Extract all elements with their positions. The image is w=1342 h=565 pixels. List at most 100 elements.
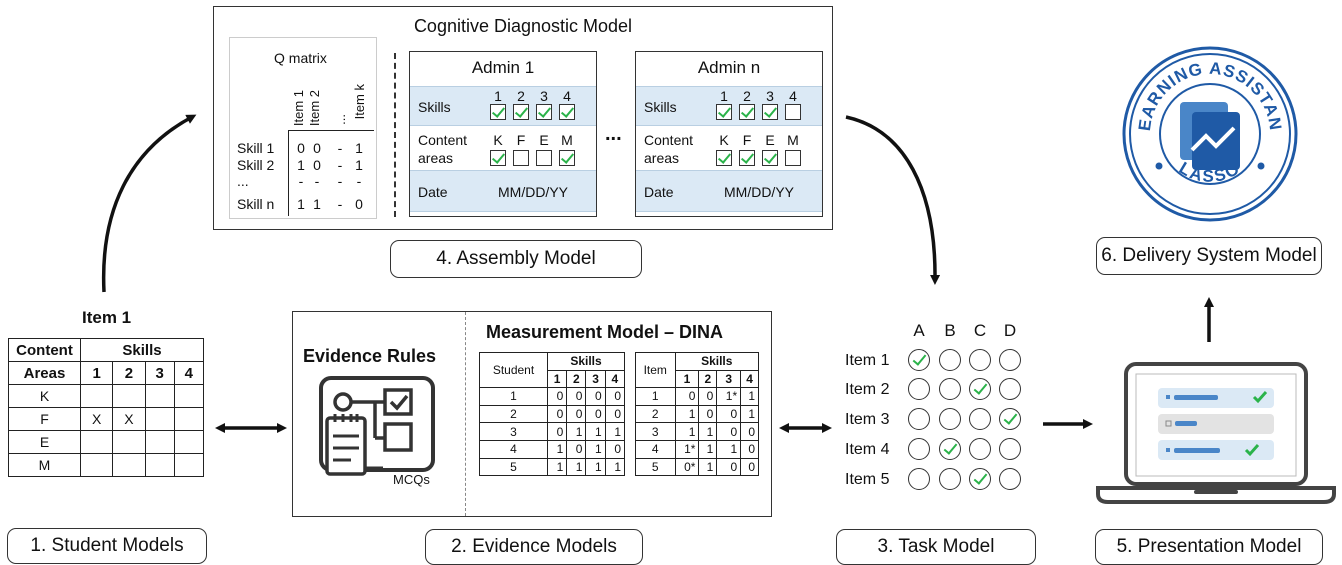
date-label: Date xyxy=(418,184,448,200)
answer-option-radio[interactable] xyxy=(999,408,1021,430)
q-row-label: ... xyxy=(237,173,249,189)
skill-number: 2 xyxy=(112,361,146,385)
cell: 0 xyxy=(698,387,718,406)
answer-option-radio[interactable] xyxy=(999,349,1021,371)
answer-option-radio[interactable] xyxy=(999,468,1021,490)
skill-number: 1 xyxy=(720,88,728,104)
areas-label: areas xyxy=(418,150,454,166)
evidence-rules-title: Evidence Rules xyxy=(303,346,437,366)
row-id: 3 xyxy=(635,422,676,441)
answer-option-radio[interactable] xyxy=(969,378,991,400)
answer-option-radio[interactable] xyxy=(999,378,1021,400)
admin-title: Admin n xyxy=(697,58,761,77)
content-letter: E xyxy=(765,132,775,148)
cell: 0 xyxy=(547,404,568,424)
admin-card-1: Admin 1 Skills 1 2 3 4 Content areas K F… xyxy=(409,51,597,217)
answer-option-radio[interactable] xyxy=(939,438,961,460)
row-id: 4 xyxy=(635,439,676,459)
cell: 1 xyxy=(604,457,626,477)
answer-option-radio[interactable] xyxy=(969,438,991,460)
answer-option-radio[interactable] xyxy=(908,349,930,371)
cell: 0 xyxy=(566,439,587,459)
area-label: M xyxy=(8,453,81,477)
cell: 1 xyxy=(585,457,606,477)
cell: 1* xyxy=(716,387,742,406)
row-id: 1 xyxy=(635,387,676,406)
option-letter: A xyxy=(913,321,925,340)
skill-checkbox[interactable] xyxy=(762,104,778,120)
q-cell: - xyxy=(337,173,343,189)
cell: 1 xyxy=(547,457,568,477)
cell: 0 xyxy=(566,387,587,406)
q-cell: 1 xyxy=(355,140,363,156)
area-label: K xyxy=(8,384,81,408)
cell: 0 xyxy=(604,404,626,424)
answer-option-radio[interactable] xyxy=(939,349,961,371)
q-col-item-2: Item 2 xyxy=(307,90,322,127)
skill-checkbox[interactable] xyxy=(513,104,529,120)
content-checkbox[interactable] xyxy=(785,150,801,166)
content-checkbox[interactable] xyxy=(490,150,506,166)
cell: X xyxy=(112,407,146,431)
skill-checkbox[interactable] xyxy=(490,104,506,120)
answer-option-radio[interactable] xyxy=(999,438,1021,460)
table-row: K xyxy=(8,384,205,408)
content-checkbox[interactable] xyxy=(739,150,755,166)
table-row: F X X xyxy=(8,407,205,431)
answer-option-radio[interactable] xyxy=(908,378,930,400)
skill-number: 3 xyxy=(144,361,175,385)
content-letter: F xyxy=(516,132,526,148)
admin-ellipsis: ... xyxy=(605,123,622,145)
admin-title: Admin 1 xyxy=(471,58,535,77)
skill-number: 3 xyxy=(716,369,742,389)
answer-option-radio[interactable] xyxy=(939,408,961,430)
measurement-model-title: Measurement Model – DINA xyxy=(486,322,724,342)
content-checkbox[interactable] xyxy=(513,150,529,166)
answer-option-radio[interactable] xyxy=(969,349,991,371)
header-skills: Skills xyxy=(547,352,625,371)
cell: X xyxy=(79,407,114,431)
content-letter: M xyxy=(561,132,573,148)
answer-option-radio[interactable] xyxy=(939,378,961,400)
cell: 1 xyxy=(604,422,626,441)
skill-checkbox[interactable] xyxy=(716,104,732,120)
student-model-title: Item 1 xyxy=(82,308,132,327)
content-checkbox[interactable] xyxy=(536,150,552,166)
caption-task-model: 3. Task Model xyxy=(836,529,1036,565)
dina-item-table: Item Skills 1 2 3 4 1 0 0 1* 1 2 1 0 0 1… xyxy=(635,351,760,477)
skill-checkbox[interactable] xyxy=(536,104,552,120)
content-checkbox[interactable] xyxy=(762,150,778,166)
header-student: Student xyxy=(478,351,549,389)
answer-option-radio[interactable] xyxy=(908,468,930,490)
cell: 0 xyxy=(547,422,568,441)
q-matrix: Q matrix Item 1 Item 2 ... Item k Skill … xyxy=(229,37,377,219)
cell: 0 xyxy=(740,457,759,477)
laptop-icon xyxy=(1096,362,1336,504)
answer-option-radio[interactable] xyxy=(908,408,930,430)
row-id: 1 xyxy=(478,387,549,406)
skill-number: 3 xyxy=(766,88,774,104)
content-checkbox[interactable] xyxy=(716,150,732,166)
table-row: 2 1 0 0 1 xyxy=(635,404,759,424)
q-cell: 1 xyxy=(297,157,305,173)
answer-option-radio[interactable] xyxy=(969,408,991,430)
skill-number: 4 xyxy=(789,88,797,104)
skill-checkbox[interactable] xyxy=(785,104,801,120)
cell: 0 xyxy=(716,422,742,441)
skill-checkbox[interactable] xyxy=(559,104,575,120)
q-cell: - xyxy=(298,173,304,189)
mcq-label: MCQs xyxy=(393,472,430,487)
content-letter: K xyxy=(493,132,503,148)
cell: 1 xyxy=(740,404,759,424)
skill-checkbox[interactable] xyxy=(739,104,755,120)
cell: 0 xyxy=(716,457,742,477)
answer-option-radio[interactable] xyxy=(908,438,930,460)
answer-option-radio[interactable] xyxy=(939,468,961,490)
q-cell: 0 xyxy=(313,157,321,173)
caption-presentation-model: 5. Presentation Model xyxy=(1095,529,1323,565)
skill-number: 2 xyxy=(698,369,718,389)
content-checkbox[interactable] xyxy=(559,150,575,166)
answer-option-radio[interactable] xyxy=(969,468,991,490)
q-cell: 0 xyxy=(297,140,305,156)
